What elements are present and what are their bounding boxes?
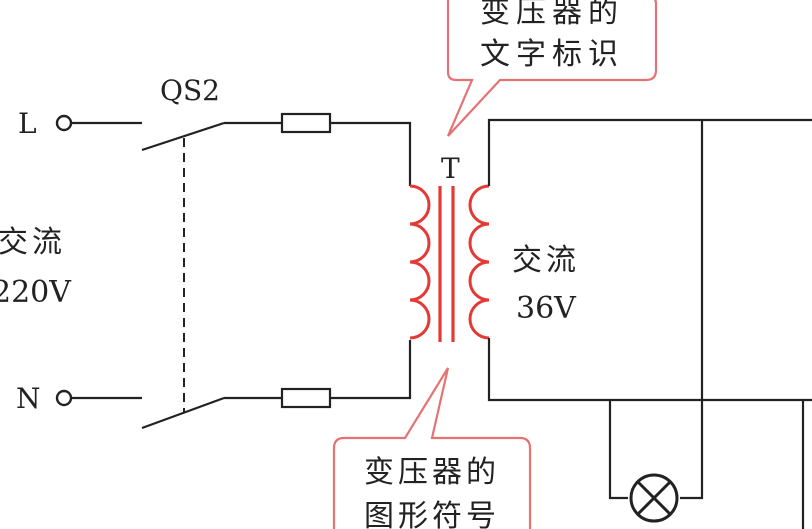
switch-blade-bottom: [141, 396, 225, 430]
l-wire-out: [330, 121, 412, 186]
terminal-n-label: N: [16, 382, 41, 415]
lamp-icon: [629, 473, 679, 523]
n-wire-out: [330, 340, 412, 400]
output-voltage-line1: 交流: [512, 243, 580, 278]
output-voltage-line2: 36V: [516, 291, 577, 326]
secondary-wire-bottom: [487, 338, 812, 402]
lamp-wire-right: [680, 400, 704, 500]
input-voltage-line2: 220V: [0, 275, 72, 310]
callout-top-line1: 变压器的: [480, 0, 624, 30]
terminal-l-label: L: [18, 107, 37, 140]
input-voltage-line1: 交流: [0, 225, 66, 260]
fuse-top: [280, 112, 332, 134]
switch-blade-top: [141, 121, 225, 152]
switch-label: QS2: [160, 74, 220, 107]
terminal-l-dot: [55, 114, 73, 132]
terminal-n-dot: [55, 389, 73, 407]
callout-top-line2: 文字标识: [480, 37, 624, 72]
callout-graphic-symbol: 变压器的 图形符号: [332, 367, 532, 529]
callout-text-identifier: 变压器的 文字标识: [446, 0, 658, 137]
secondary-winding: [468, 184, 490, 340]
callout-bottom-line2: 图形符号: [364, 499, 500, 529]
lamp-wire-left: [608, 400, 628, 500]
primary-winding: [409, 184, 431, 340]
transformer-label: T: [441, 152, 460, 185]
fuse-bottom: [280, 387, 332, 409]
secondary-wire-top: [487, 118, 812, 186]
callout-bottom-line1: 变压器的: [364, 455, 500, 490]
